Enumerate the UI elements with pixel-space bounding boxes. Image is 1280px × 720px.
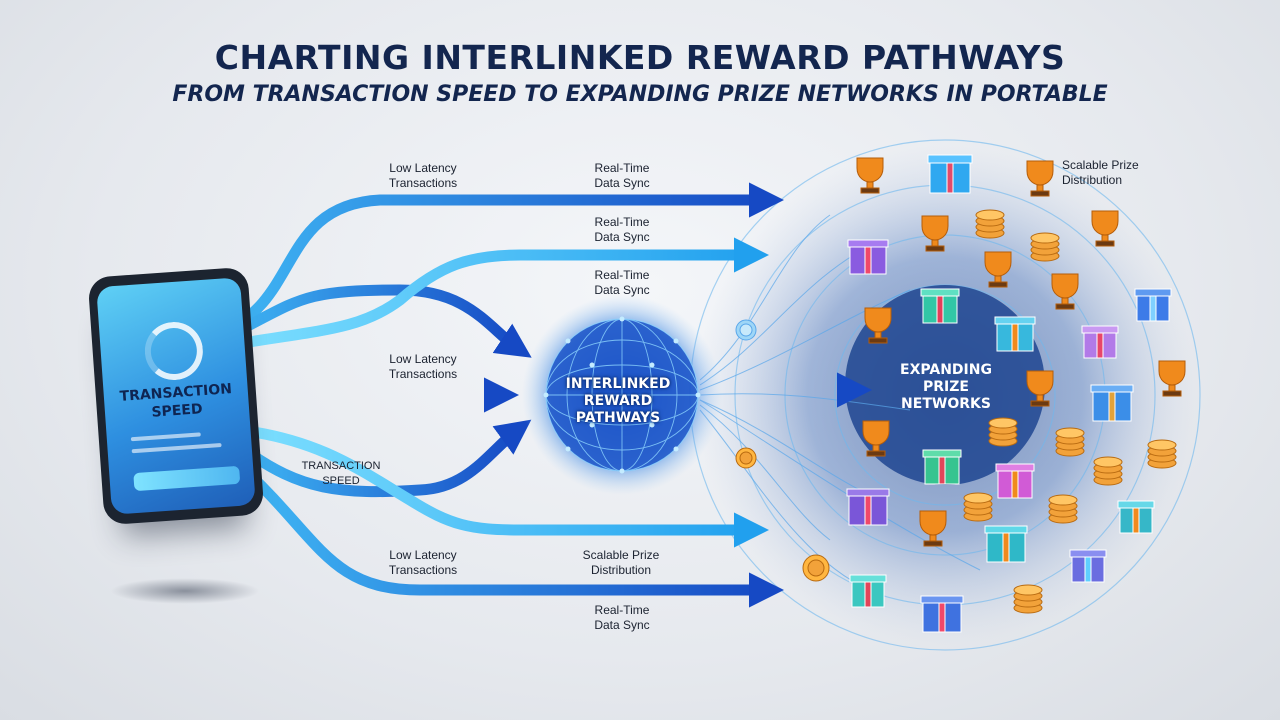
flow-arrow-upper-light (224, 237, 770, 351)
gift-box-icon (994, 316, 1036, 352)
gift-box-icon (849, 574, 887, 608)
hub-nodes (543, 316, 701, 474)
phone-screen: TRANSACTION SPEED (96, 277, 256, 515)
trophy-group (856, 157, 1186, 547)
flow-arrows-dark (219, 182, 873, 608)
trophy-icon (856, 157, 884, 194)
gift-box-icon (1090, 384, 1134, 422)
page-title: CHARTING INTERLINKED REWARD PATHWAYS (214, 38, 1066, 77)
coin-stack-icon (975, 209, 1005, 239)
flow-arrow-hub-lower (239, 419, 532, 498)
coin-stack-icon (1013, 584, 1043, 614)
coin-stack-icon (1048, 494, 1078, 524)
trophy-icon (864, 307, 892, 344)
gift-box-icon (984, 525, 1028, 563)
coin-stack-icon (1147, 439, 1177, 469)
trophy-icon (1026, 370, 1054, 407)
flow-arrow-hub-upper (224, 284, 532, 358)
coin-stack-icon (1030, 232, 1060, 262)
gift-box-icon (847, 239, 889, 275)
coin-icon (735, 447, 757, 469)
coin-stack-icon (1055, 427, 1085, 457)
phone-shadow (110, 578, 260, 604)
gift-box-icon (920, 595, 964, 633)
page-subtitle: FROM TRANSACTION SPEED TO EXPANDING PRIZ… (172, 82, 1108, 107)
coin-stack-icon (1093, 456, 1123, 486)
flow-arrow-lower-light (234, 424, 770, 548)
phone-device: TRANSACTION SPEED (87, 266, 265, 526)
phone-action-button (133, 465, 241, 492)
trophy-icon (984, 251, 1012, 288)
gift-box-icon (927, 154, 973, 194)
flow-arrow-bottom (239, 464, 785, 608)
trophy-icon (1091, 210, 1119, 247)
progress-ring-icon (142, 320, 205, 382)
gift-box-icon (1069, 549, 1107, 583)
trophy-icon (1158, 360, 1186, 397)
network-label: EXPANDING PRIZE NETWORKS (900, 362, 992, 412)
flow-arrow-top (219, 182, 785, 336)
flow-arrows-light (224, 237, 770, 548)
gift-box-icon (922, 449, 962, 485)
gift-box-icon (920, 288, 960, 324)
gift-box-icon (1081, 325, 1119, 359)
phone-line (130, 432, 201, 442)
coin-stack-icon (963, 492, 993, 522)
coin-icon (735, 319, 757, 341)
coin-group (735, 209, 1177, 614)
coin-icon (802, 554, 830, 582)
trophy-icon (1051, 273, 1079, 310)
gift-group (846, 154, 1172, 633)
trophy-icon (921, 215, 949, 252)
gift-box-icon (995, 463, 1035, 499)
coin-stack-icon (988, 417, 1018, 447)
gift-box-icon (1134, 288, 1172, 322)
trophy-icon (862, 420, 890, 457)
gift-box-icon (846, 488, 890, 526)
trophy-icon (919, 510, 947, 547)
gift-box-icon (1117, 500, 1155, 534)
hub-label: INTERLINKED REWARD PATHWAYS (565, 376, 671, 426)
trophy-icon (1026, 160, 1054, 197)
phone-line (131, 442, 222, 454)
phone-label: TRANSACTION SPEED (119, 381, 233, 421)
